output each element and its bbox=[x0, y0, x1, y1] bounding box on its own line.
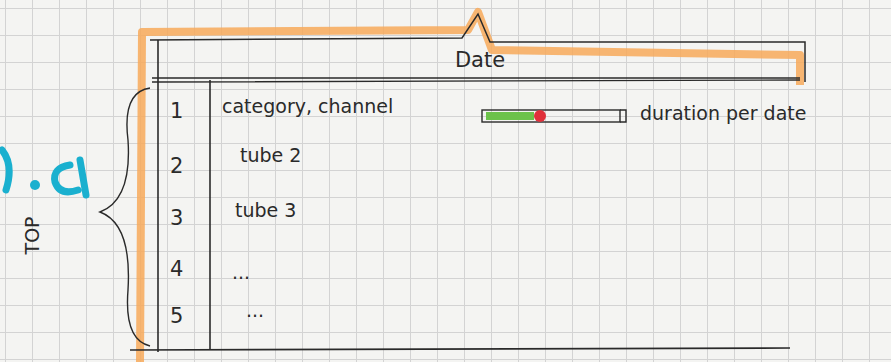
cell-text: tube 3 bbox=[235, 200, 296, 221]
cell-text: ... bbox=[246, 300, 264, 321]
side-label: TOP bbox=[22, 216, 43, 254]
row-number: 4 bbox=[170, 258, 183, 281]
cell-text: duration per date bbox=[640, 103, 806, 124]
row-number: 1 bbox=[170, 100, 183, 123]
cell-text: category, channel bbox=[222, 96, 393, 117]
header-frame: Date bbox=[160, 42, 800, 78]
header-title: Date bbox=[160, 42, 800, 72]
cell-text: tube 2 bbox=[240, 145, 301, 166]
cell-text: ... bbox=[232, 262, 250, 283]
row-number: 2 bbox=[170, 155, 183, 178]
row-number: 5 bbox=[170, 305, 183, 328]
row-number: 3 bbox=[170, 207, 183, 230]
